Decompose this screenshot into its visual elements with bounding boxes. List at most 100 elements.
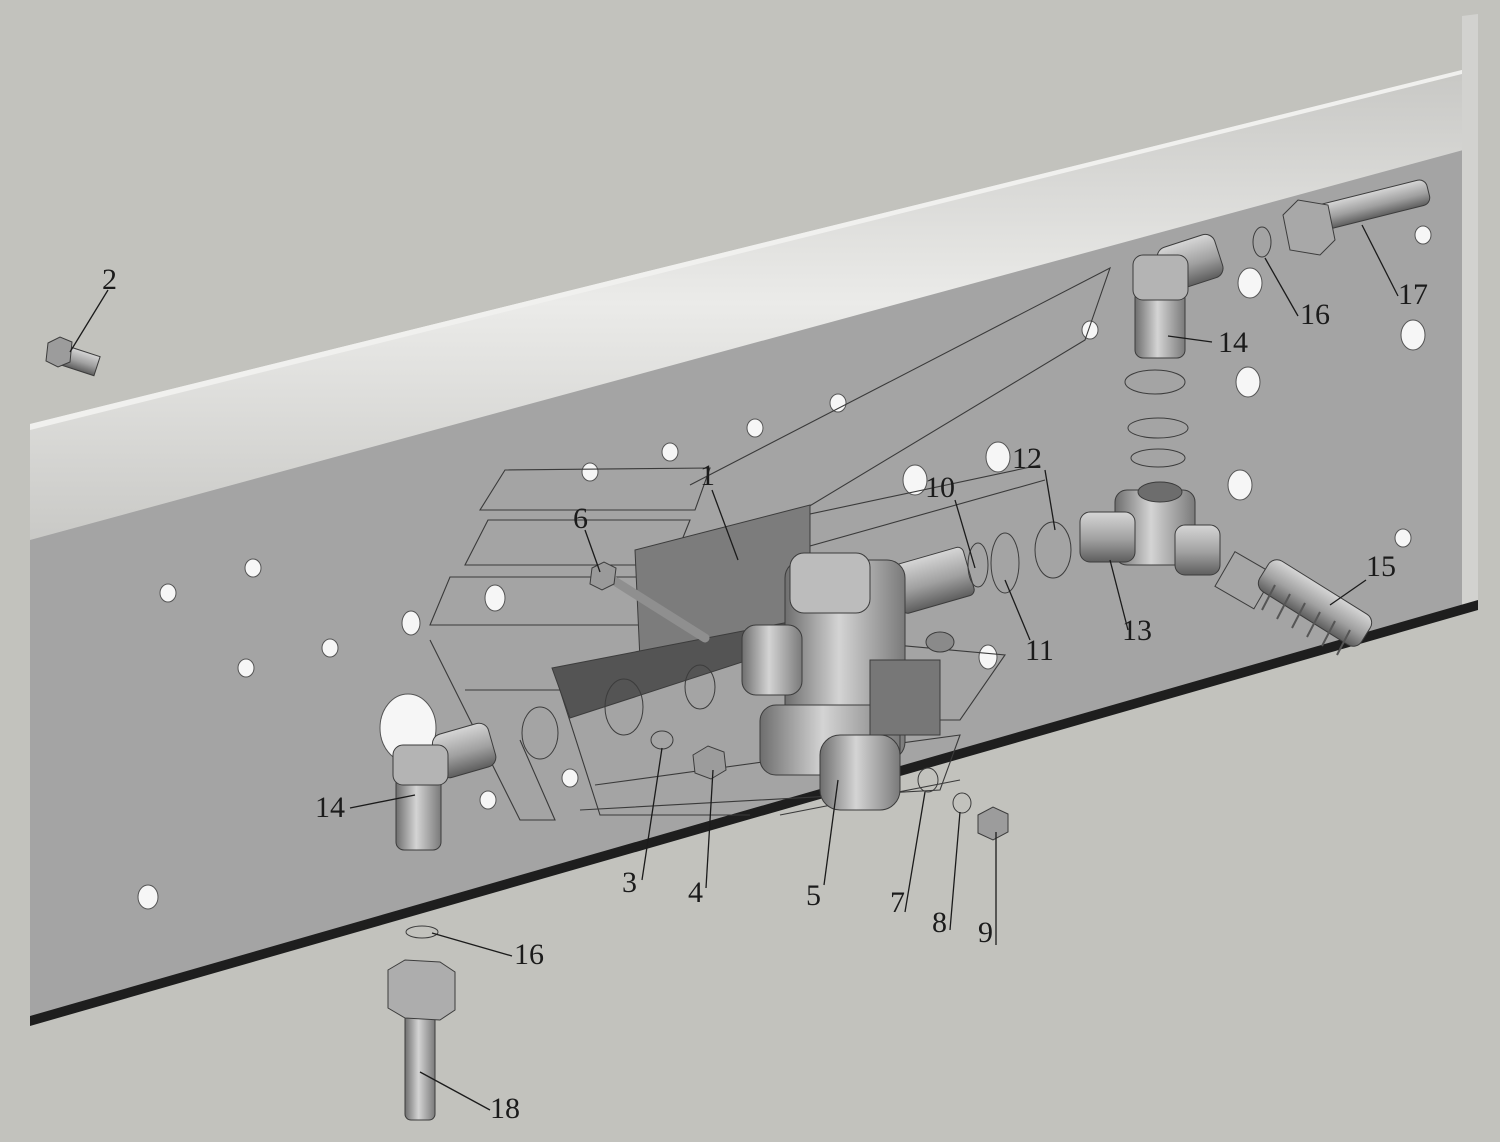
seal-ring-part-11 xyxy=(990,532,1020,594)
frame-hole xyxy=(561,768,579,788)
frame-hole xyxy=(1400,319,1426,351)
frame-hole xyxy=(1414,225,1432,245)
elbow-lower-corner xyxy=(392,744,449,786)
valve-port-opening xyxy=(925,631,955,653)
leader-13 xyxy=(1109,559,1129,631)
tube-nut-part-17 xyxy=(1282,179,1431,256)
washer-lower-part-16 xyxy=(405,925,439,939)
elbow-fitting-lower-part-14 xyxy=(392,722,497,851)
nut-part-9 xyxy=(977,806,1009,841)
tee-top-opening xyxy=(1137,481,1183,503)
callout-5: 5 xyxy=(806,879,821,912)
seal-ring-upper xyxy=(1127,417,1189,439)
seal-ring-lower xyxy=(1130,448,1186,468)
tube-17-nut xyxy=(1282,199,1336,256)
nut-part-4 xyxy=(692,745,727,780)
frame-rail-top-flange xyxy=(30,66,1478,540)
frame-hole xyxy=(985,441,1011,473)
elbow-lower-vertical xyxy=(395,774,442,851)
leader-16b xyxy=(431,932,513,957)
frame-hole xyxy=(1237,267,1263,299)
tube-nut-part-18 xyxy=(387,959,456,1121)
bolt-part-2 xyxy=(45,336,101,377)
leader-10 xyxy=(954,499,976,569)
valve-body-part-5 xyxy=(741,546,975,811)
leader-18 xyxy=(419,1071,491,1111)
callout-1: 1 xyxy=(700,459,715,492)
frame-hole xyxy=(1235,366,1261,398)
callout-2: 2 xyxy=(102,263,117,296)
frame-hole xyxy=(1081,320,1099,340)
callout-14-lower: 14 xyxy=(315,791,345,824)
leader-5 xyxy=(823,779,839,886)
seal-ring-left-upper xyxy=(684,664,716,710)
elbow-upper-corner xyxy=(1132,254,1189,301)
callout-13: 13 xyxy=(1122,614,1152,647)
washer-part-8 xyxy=(952,792,972,814)
hose-fitting-threads xyxy=(1261,584,1351,656)
elbow-fitting-upper-part-14 xyxy=(1132,233,1224,359)
seal-ring-left-large xyxy=(604,678,644,736)
nut-ring-upper xyxy=(1124,369,1186,395)
leader-14a xyxy=(1167,335,1213,343)
leader-6 xyxy=(584,529,601,573)
frame-hole xyxy=(978,644,998,670)
frame-hole xyxy=(479,790,497,810)
tube-18-pipe xyxy=(404,1004,436,1121)
frame-rail-lower-edge xyxy=(30,600,1478,1026)
valve-side-port-left xyxy=(741,624,803,696)
bracket-outline xyxy=(465,689,750,816)
callout-4: 4 xyxy=(688,876,703,909)
hose-fitting-spiral xyxy=(1257,559,1373,647)
callout-16-lower: 16 xyxy=(514,938,544,971)
seal-ring-part-10 xyxy=(967,542,989,588)
leader-16a xyxy=(1264,257,1299,317)
leader-1 xyxy=(711,489,739,561)
frame-rail-flange-edge xyxy=(30,66,1478,430)
bolt-head xyxy=(45,336,73,368)
plate-outline xyxy=(689,266,1111,561)
washers-part-16 xyxy=(405,226,1272,939)
frame-hole xyxy=(661,442,679,462)
valve-bottom-boss xyxy=(819,734,901,811)
valve-dark-panel xyxy=(869,659,941,736)
leader-lines xyxy=(69,224,1399,1111)
callout-9: 9 xyxy=(978,916,993,949)
frame-hole xyxy=(1394,528,1412,548)
frame-hole xyxy=(321,638,339,658)
frame-hole xyxy=(746,418,764,438)
frame-hole xyxy=(484,584,506,612)
frame-hole xyxy=(159,583,177,603)
callout-10: 10 xyxy=(925,471,955,504)
leader-3 xyxy=(641,747,663,881)
frame-hole xyxy=(244,558,262,578)
leader-12 xyxy=(1044,469,1056,531)
callout-6: 6 xyxy=(573,502,588,535)
nut-ring-part-12 xyxy=(1034,521,1072,579)
frame-hole xyxy=(829,393,847,413)
frame-hole xyxy=(581,462,599,482)
callout-3: 3 xyxy=(622,866,637,899)
callout-12: 12 xyxy=(1012,442,1042,475)
leader-15 xyxy=(1329,579,1367,606)
leader-14b xyxy=(349,794,416,809)
leader-11 xyxy=(1004,579,1031,641)
frame-holes xyxy=(137,225,1432,910)
callout-15: 15 xyxy=(1366,550,1396,583)
tee-fitting-part-13 xyxy=(1079,481,1221,576)
long-bolt-head xyxy=(589,561,617,591)
callout-8: 8 xyxy=(932,906,947,939)
seal-rings-right xyxy=(967,521,1072,594)
tee-left-branch xyxy=(1079,511,1136,563)
callout-11: 11 xyxy=(1025,634,1054,667)
tee-right-branch xyxy=(1174,524,1221,576)
callout-14-upper: 14 xyxy=(1218,326,1248,359)
long-bolt-shank xyxy=(600,570,710,643)
callout-18: 18 xyxy=(490,1092,520,1125)
leader-2 xyxy=(69,289,109,353)
frame-hole xyxy=(1227,469,1253,501)
washer-upper-part-16 xyxy=(1252,226,1272,258)
callout-16-upper: 16 xyxy=(1300,298,1330,331)
upper-fitting-rings xyxy=(1124,369,1189,468)
